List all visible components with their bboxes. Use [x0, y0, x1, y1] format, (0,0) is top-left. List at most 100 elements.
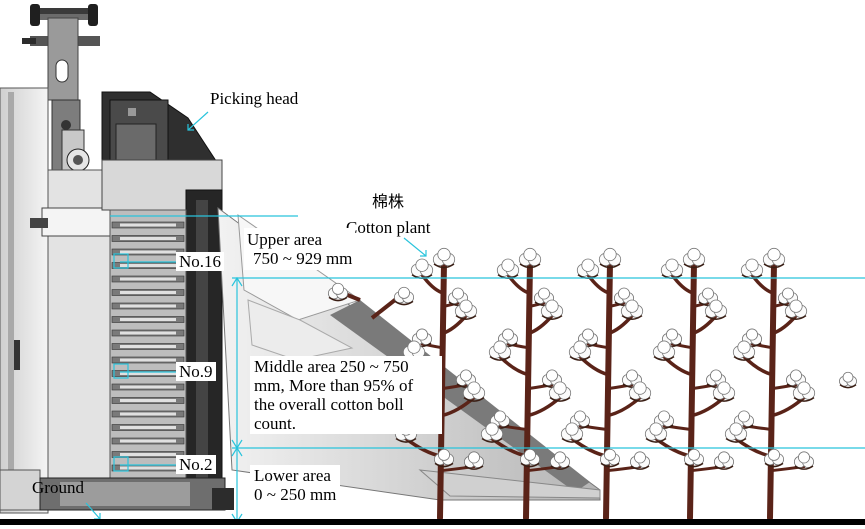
- cotton-boll: [488, 340, 512, 361]
- cotton-boll: [629, 451, 651, 470]
- spindle-bar: [111, 343, 185, 350]
- cotton-boll: [463, 451, 485, 470]
- middle-area-line3: the overall cotton boll: [254, 395, 404, 414]
- cotton-plant-label-en: Cotton plant: [346, 218, 431, 237]
- cotton-boll: [393, 286, 415, 306]
- spindle-bar: [111, 302, 185, 310]
- upper-area-label: Upper area 750 ~ 929 mm: [244, 228, 356, 270]
- spindle-no16-label: No.16: [176, 252, 225, 271]
- cotton-boll: [713, 451, 735, 470]
- lower-area-label: Lower area 0 ~ 250 mm: [250, 465, 341, 505]
- spindle-bar: [111, 451, 185, 458]
- cotton-boll: [518, 247, 542, 269]
- picking-head-arrow: [187, 111, 209, 131]
- cotton-boll: [704, 299, 728, 320]
- cotton-plants: [327, 247, 857, 521]
- cotton-boll: [496, 258, 520, 279]
- cotton-boll: [724, 422, 748, 443]
- cotton-boll: [682, 247, 706, 269]
- spindle-bar: [111, 437, 185, 445]
- spindle-bar: [111, 464, 185, 472]
- cotton-boll: [712, 381, 736, 402]
- cotton-boll: [620, 299, 644, 320]
- cotton-boll: [549, 451, 571, 470]
- upper-area-title: Upper area: [247, 230, 323, 249]
- cotton-boll: [733, 410, 755, 429]
- spindle-bar: [111, 221, 185, 229]
- lift-mechanism: [22, 4, 100, 172]
- cotton-boll: [740, 258, 764, 279]
- spindle-bar: [111, 383, 185, 391]
- picking-head-machine: [0, 4, 234, 514]
- cotton-plant-arrow: [403, 237, 427, 257]
- cotton-boll: [784, 299, 808, 320]
- spindle-bars: [111, 221, 185, 485]
- cotton-boll: [793, 451, 815, 470]
- no9-marker: [113, 363, 129, 379]
- cotton-boll: [410, 258, 434, 279]
- cotton-boll: [683, 448, 705, 468]
- cotton-boll: [519, 448, 541, 468]
- spindle-no9-label: No.9: [176, 362, 216, 381]
- cotton-plant: [327, 282, 415, 320]
- spindle-bar: [111, 410, 185, 418]
- cotton-boll: [839, 371, 857, 389]
- middle-area-label: Middle area 250 ~ 750 mm, More than 95% …: [250, 356, 442, 434]
- middle-area-line1: Middle area 250 ~ 750: [254, 357, 409, 376]
- cotton-boll: [628, 381, 652, 402]
- upper-area-range: 750 ~ 929 mm: [253, 249, 353, 268]
- spindle-bar: [111, 275, 185, 283]
- cotton-boll: [599, 448, 621, 468]
- cotton-boll: [732, 340, 756, 361]
- cotton-boll: [480, 422, 504, 443]
- cotton-boll: [548, 381, 572, 402]
- middle-area-line4: count.: [254, 414, 297, 433]
- dimension-arrow-up: [231, 276, 243, 287]
- ground-arrow: [85, 502, 101, 520]
- dimension-arrow-mid-up: [231, 446, 243, 457]
- cotton-boll: [598, 247, 622, 269]
- cotton-plant-label-cn: 棉株: [372, 192, 405, 211]
- cotton-plant: [644, 247, 736, 521]
- cotton-boll: [792, 381, 816, 402]
- middle-area-line2: mm, More than 95% of: [254, 376, 414, 395]
- no16-marker: [113, 253, 129, 269]
- spindle-bar: [111, 235, 185, 242]
- lower-area-range: 0 ~ 250 mm: [254, 485, 337, 504]
- cotton-boll: [785, 369, 807, 388]
- no2-marker: [113, 456, 129, 472]
- spindle-bar: [111, 329, 185, 337]
- cotton-boll: [763, 448, 785, 468]
- cotton-boll: [327, 282, 349, 302]
- cotton-boll: [652, 340, 676, 361]
- spindle-no2-label: No.2: [176, 455, 216, 474]
- cotton-boll: [576, 258, 600, 279]
- cotton-plant: [480, 247, 572, 521]
- cotton-boll: [432, 247, 456, 269]
- area-guide-lines: [85, 111, 865, 524]
- cotton-plant: [560, 247, 652, 521]
- cotton-boll: [613, 287, 635, 307]
- cotton-plant: [724, 247, 816, 521]
- picking-head-label: Picking head: [210, 89, 299, 108]
- lower-area-title: Lower area: [254, 466, 331, 485]
- cotton-boll: [644, 422, 668, 443]
- cotton-boll: [540, 299, 564, 320]
- spindle-bar: [111, 289, 185, 296]
- cotton-boll: [454, 299, 478, 320]
- frame-column: [0, 87, 49, 514]
- cotton-boll: [568, 340, 592, 361]
- cotton-boll: [705, 369, 727, 388]
- cotton-boll: [462, 381, 486, 402]
- spindle-bar: [111, 356, 185, 364]
- cotton-boll: [433, 448, 455, 468]
- spindle-bar: [111, 316, 185, 323]
- cotton-boll: [560, 422, 584, 443]
- cotton-boll: [577, 328, 599, 347]
- spindle-bar: [111, 397, 185, 404]
- ground-label: Ground: [32, 478, 84, 497]
- spindle-bar: [111, 424, 185, 431]
- cotton-boll: [762, 247, 786, 269]
